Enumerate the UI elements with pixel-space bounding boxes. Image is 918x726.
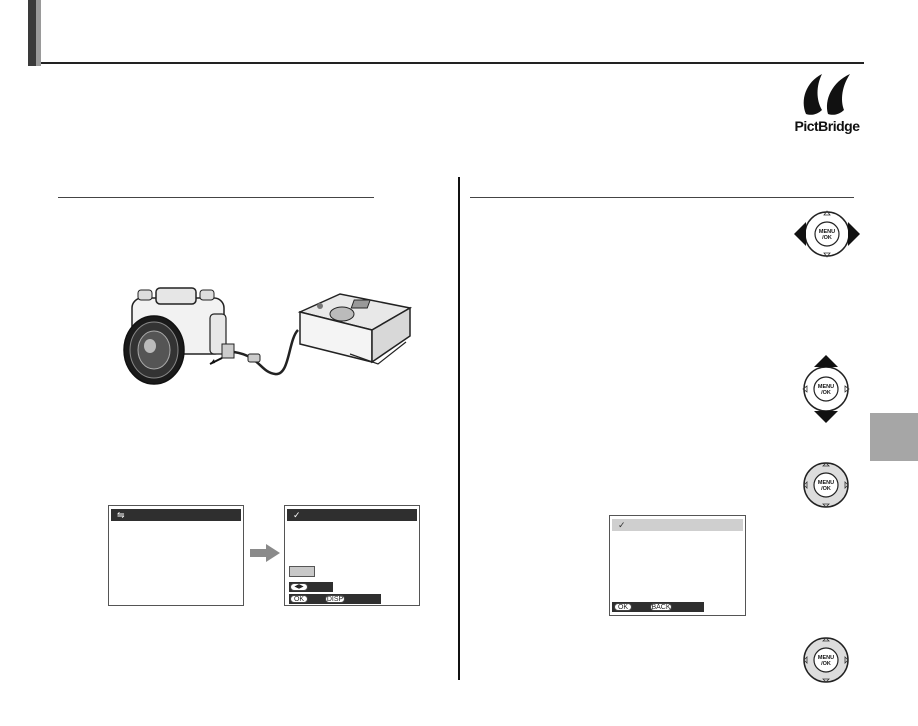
camera-screen-header: ⇋ — [111, 509, 241, 521]
pictbridge-icon: ✓ — [618, 520, 626, 530]
printer-screen-header: ✓ — [287, 509, 417, 521]
dpad-center-icon: MENU /OK — [803, 462, 849, 508]
camera-icon — [123, 287, 235, 385]
dpad-up-down-icon: MENU /OK — [802, 355, 850, 423]
dpad-center-label: /OK — [821, 390, 831, 396]
thumbnail-frame — [289, 566, 315, 577]
back-button-icon: BACK — [650, 603, 672, 611]
column-divider — [458, 177, 460, 680]
pictbridge-logo-icon — [803, 74, 850, 115]
printer-lcd-screen: ✓ ◀▶ OK DISP — [284, 505, 420, 606]
camera-lcd-screen: ⇋ — [108, 505, 244, 606]
page-title-bar — [28, 0, 864, 66]
confirm-lcd-screen: ✓ OK BACK — [609, 515, 746, 616]
title-bar-light-stripe — [36, 0, 41, 66]
right-section-rule — [470, 197, 854, 198]
chapter-side-tab — [870, 413, 918, 461]
ok-button-icon: OK — [614, 603, 632, 611]
left-section-rule — [58, 197, 374, 198]
dpad-center-label: /OK — [822, 235, 832, 241]
left-right-arrows-icon: ◀▶ — [290, 583, 308, 591]
title-bar-rule — [41, 62, 864, 64]
dpad-center-label: MENU — [818, 480, 834, 486]
camera-printer-connection-illustration — [123, 287, 413, 385]
dpad-center-label: MENU — [818, 655, 834, 661]
arrow-right-icon — [250, 544, 280, 562]
ok-button-icon: OK — [290, 595, 308, 603]
title-bar-dark-stripe — [28, 0, 36, 66]
confirm-screen-header: ✓ — [612, 519, 743, 531]
pictbridge-logo-label: PictBridge — [794, 118, 860, 134]
pictbridge-icon: ✓ — [293, 510, 301, 520]
usb-cable — [233, 329, 299, 376]
printer-icon — [297, 293, 413, 365]
dpad-left-right-icon: MENU /OK — [794, 210, 860, 258]
disp-button-icon: DISP — [325, 595, 345, 603]
dpad-center-label: /OK — [821, 486, 831, 492]
dpad-center-label: MENU — [819, 229, 835, 235]
dpad-center-label: /OK — [821, 661, 831, 667]
dpad-center-icon: MENU /OK — [803, 637, 849, 683]
dpad-center-label: MENU — [818, 384, 834, 390]
selector-bar — [289, 582, 333, 592]
usb-icon: ⇋ — [117, 510, 125, 520]
